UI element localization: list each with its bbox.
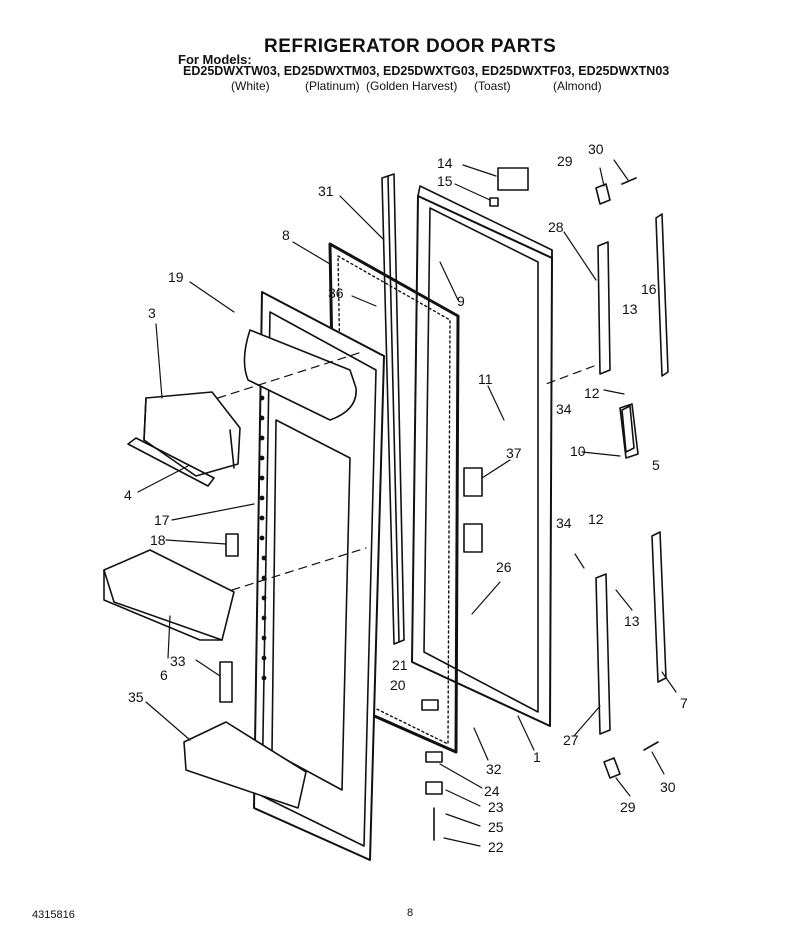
callout-28: 28 [548, 219, 564, 235]
callout-4: 4 [124, 487, 132, 503]
cover-14 [497, 167, 529, 191]
callout-32: 32 [486, 761, 502, 777]
callout-13-top: 13 [622, 301, 638, 317]
callout-26: 26 [496, 559, 512, 575]
callout-29-top: 29 [557, 153, 573, 169]
callout-8: 8 [282, 227, 290, 243]
door-bin-upper [103, 549, 235, 641]
hinge-21 [421, 699, 439, 711]
callout-11: 11 [478, 371, 493, 387]
callout-17: 17 [154, 512, 170, 528]
finish-golden-harvest: (Golden Harvest) [366, 79, 458, 93]
callout-10: 10 [570, 443, 586, 459]
callout-24: 24 [484, 783, 500, 799]
pad-15 [489, 197, 499, 207]
finish-platinum: (Platinum) [305, 79, 360, 93]
callout-22: 22 [488, 839, 504, 855]
callout-labels: 14 15 29 30 31 8 28 9 19 36 16 13 3 11 1… [124, 141, 688, 855]
dairy-rail [127, 437, 215, 487]
callout-30-bottom: 30 [660, 779, 676, 795]
breaker-strip [381, 173, 405, 645]
hinge-channel-28 [597, 241, 611, 375]
trim-strip-7 [651, 531, 667, 683]
callout-9: 9 [457, 293, 465, 309]
finish-almond: (Almond) [553, 79, 602, 93]
hinge-cap-29-top [595, 183, 611, 205]
bearing-23 [425, 781, 443, 795]
hinge-channel-27 [595, 573, 611, 735]
page-number: 8 [407, 907, 414, 919]
screw-30-bottom [643, 741, 659, 751]
outer-door-panel [411, 185, 553, 727]
bushing-24 [425, 751, 443, 763]
finish-toast: (Toast) [474, 79, 511, 93]
door-bin-lower [183, 721, 307, 809]
callout-12-lower: 12 [588, 511, 604, 527]
callout-21: 21 [392, 657, 408, 673]
callout-7: 7 [680, 695, 688, 711]
liner-dimples [259, 395, 267, 681]
callout-5: 5 [652, 457, 660, 473]
callout-3: 3 [148, 305, 156, 321]
callout-15: 15 [437, 173, 453, 189]
callout-31: 31 [318, 183, 334, 199]
callout-18: 18 [150, 532, 166, 548]
callout-35: 35 [128, 689, 144, 705]
callout-6: 6 [160, 667, 168, 683]
callout-13-lower: 13 [624, 613, 640, 629]
hinge-channel-10 [619, 403, 639, 459]
callout-30-top: 30 [588, 141, 604, 157]
page-title: REFRIGERATOR DOOR PARTS [264, 36, 557, 57]
pad-37a [463, 467, 483, 497]
callout-23: 23 [488, 799, 504, 815]
callout-14: 14 [437, 155, 453, 171]
callout-33: 33 [170, 653, 186, 669]
model-numbers: ED25DWXTW03, ED25DWXTM03, ED25DWXTG03, E… [183, 64, 670, 78]
callout-36: 36 [328, 285, 344, 301]
screw-30-top [621, 177, 637, 185]
callout-1: 1 [533, 749, 541, 765]
finish-white: (White) [231, 79, 270, 93]
dairy-bin-cover [143, 391, 241, 477]
bracket-33 [219, 661, 233, 703]
alignment-lines [217, 351, 595, 591]
callout-25: 25 [488, 819, 504, 835]
callout-37: 37 [506, 445, 522, 461]
hinge-cap-29-bottom [603, 757, 621, 779]
for-models-label: For Models: [178, 52, 252, 67]
callout-leaders [137, 159, 677, 847]
callout-34-lower: 34 [556, 515, 572, 531]
callout-27: 27 [563, 732, 579, 748]
inner-door-liner [243, 291, 385, 861]
pad-37b [463, 523, 483, 553]
callout-16: 16 [641, 281, 657, 297]
callout-20: 20 [390, 677, 406, 693]
callout-29-bottom: 29 [620, 799, 636, 815]
callout-19: 19 [168, 269, 184, 285]
document-code: 4315816 [32, 909, 75, 921]
bracket-18 [225, 533, 239, 557]
callout-12-upper: 12 [584, 385, 600, 401]
callout-34-upper: 34 [556, 401, 572, 417]
trim-strip-16 [655, 213, 669, 377]
